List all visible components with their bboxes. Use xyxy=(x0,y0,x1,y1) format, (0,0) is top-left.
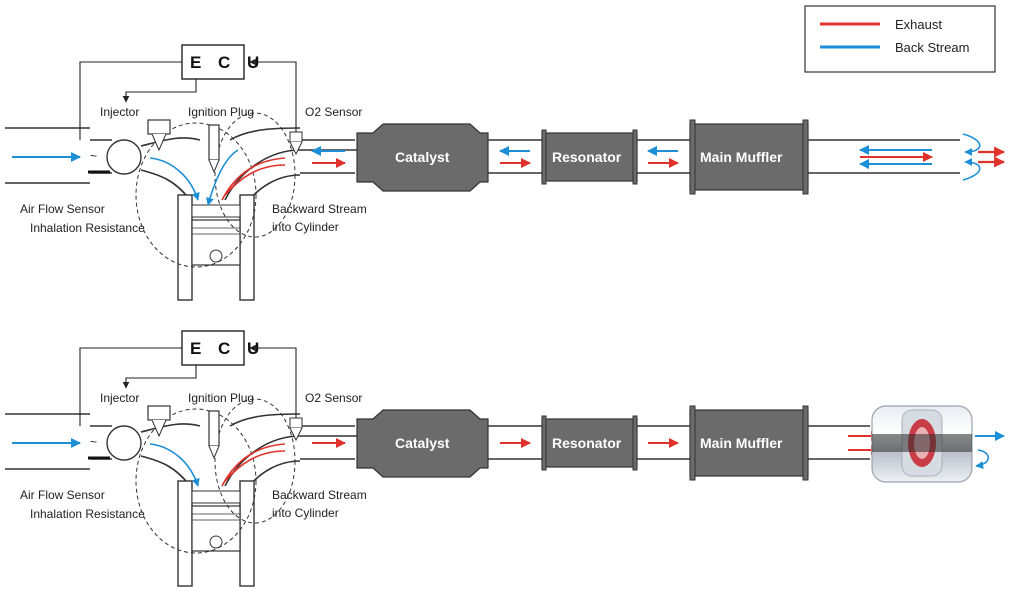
legend-exhaust-label: Exhaust xyxy=(895,17,942,32)
svg-text:Catalyst: Catalyst xyxy=(395,435,450,451)
air-flow-sensor-label-top: Air Flow Sensor xyxy=(20,202,105,216)
svg-text:Main Muffler: Main Muffler xyxy=(700,149,783,165)
backward-stream-label-top-1: Backward Stream xyxy=(272,202,367,216)
svg-text:Resonator: Resonator xyxy=(552,435,622,451)
diagram-bottom: ~ E C U Catalyst xyxy=(5,331,1004,586)
svg-text:Main Muffler: Main Muffler xyxy=(700,435,783,451)
svg-text:~: ~ xyxy=(90,435,97,449)
svg-text:Catalyst: Catalyst xyxy=(395,149,450,165)
catalyst-bottom: Catalyst xyxy=(357,410,488,477)
o2-sensor-bottom xyxy=(290,418,302,428)
ignition-plug-label-top: Ignition Plug xyxy=(188,105,254,119)
exhaust-valve-device xyxy=(872,406,972,482)
o2-sensor-label-bottom: O2 Sensor xyxy=(305,391,362,405)
injector-label-top: Injector xyxy=(100,105,139,119)
legend-back-stream-label: Back Stream xyxy=(895,40,969,55)
backward-stream-label-bottom-2: into Cylinder xyxy=(272,506,339,520)
o2-sensor-label-top: O2 Sensor xyxy=(305,105,362,119)
ignition-plug-bottom xyxy=(209,411,219,446)
throttle-body xyxy=(107,140,141,174)
o2-sensor-top xyxy=(290,132,302,142)
backward-stream-label-bottom-1: Backward Stream xyxy=(272,488,367,502)
injector-top xyxy=(148,120,170,134)
legend: Exhaust Back Stream xyxy=(805,6,995,72)
catalyst-top: Catalyst xyxy=(357,124,488,191)
main-muffler-bottom: Main Muffler xyxy=(690,406,808,480)
injector-bottom xyxy=(148,406,170,420)
svg-text:Resonator: Resonator xyxy=(552,149,622,165)
resonator-top: Resonator xyxy=(542,130,637,184)
throttle-body xyxy=(107,426,141,460)
inhalation-resistance-label-bottom: Inhalation Resistance xyxy=(30,507,145,521)
inhalation-resistance-label-top: Inhalation Resistance xyxy=(30,221,145,235)
air-flow-sensor-label-bottom: Air Flow Sensor xyxy=(20,488,105,502)
ignition-plug-top xyxy=(209,125,219,160)
backward-stream-label-top-2: into Cylinder xyxy=(272,220,339,234)
resonator-bottom: Resonator xyxy=(542,416,637,470)
ignition-plug-label-bottom: Ignition Plug xyxy=(188,391,254,405)
main-muffler-top: Main Muffler xyxy=(690,120,808,194)
injector-label-bottom: Injector xyxy=(100,391,139,405)
diagram-top: ~ E C U xyxy=(5,45,1004,300)
svg-text:~: ~ xyxy=(90,149,97,163)
